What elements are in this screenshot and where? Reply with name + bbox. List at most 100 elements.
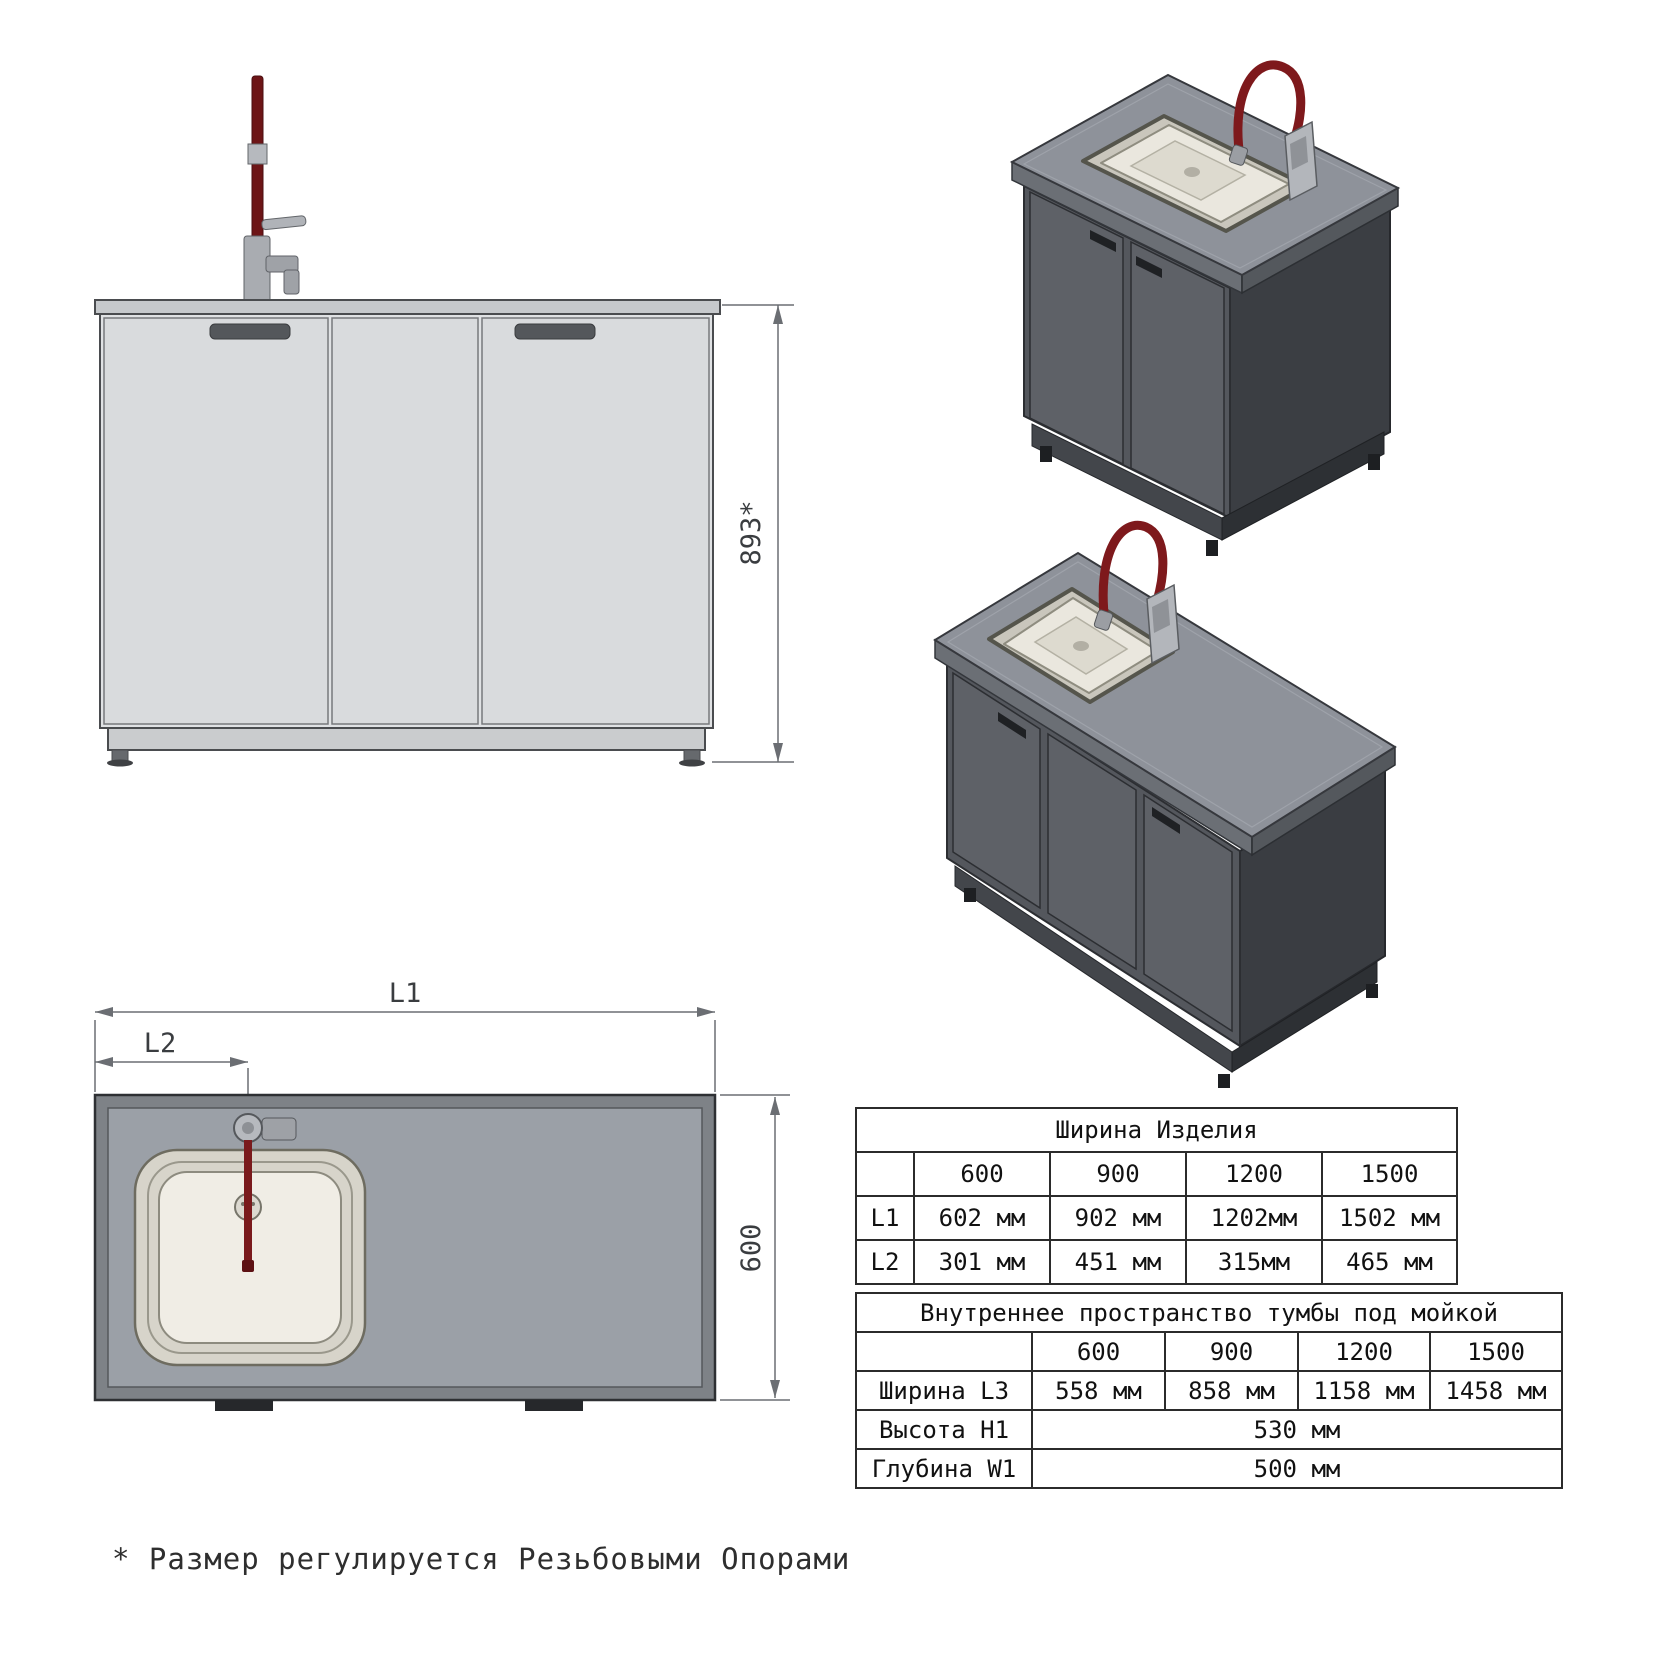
col-header-1200: 1200 [1297,1331,1431,1372]
foot [1206,540,1218,556]
row-label-w1: Глубина W1 [855,1448,1033,1489]
table-row: 600 900 1200 1500 [855,1151,1459,1197]
iso-view-1200 [933,520,1397,1088]
col-header-1200: 1200 [1185,1151,1323,1197]
depth-label: 600 [736,1224,767,1273]
table-row: Высота H1 530 мм [855,1409,1563,1450]
faucet-spout [265,255,299,273]
product-width-table: Ширина Изделия 600 900 1200 1500 L1 602 … [854,1107,1459,1285]
door-3-iso [1143,793,1233,1033]
plinth [107,727,706,751]
faucet-nozzle [1228,144,1249,166]
foot [1218,1074,1230,1088]
dimension-height: 893* [712,304,794,763]
col-header-900: 900 [1164,1331,1299,1372]
col-header-900: 900 [1049,1151,1187,1197]
counter-top-rim [1022,83,1388,269]
faucet-hose [1098,520,1168,628]
cabinet-front-view [94,299,721,767]
handle-right-iso [1136,256,1162,278]
handle-right [514,323,596,340]
foot [1368,454,1380,470]
cell-value: 465 мм [1320,1239,1459,1285]
iso-cabinet-1200 [933,520,1397,1088]
table-row: Ширина L3 558 мм 858 мм 1158 мм 1458 мм [855,1370,1563,1411]
cell-value-span: 530 мм [1031,1409,1563,1450]
faucet-bracket-slot [1152,599,1170,633]
faucet-fitting-plan [261,1117,297,1141]
table-row: L2 301 мм 451 мм 315мм 465 мм [855,1239,1459,1285]
plinth-right [1231,961,1378,1073]
footnote-text: * Размер регулируется Резьбовыми Опорами [112,1542,851,1576]
foot-mark-left [215,1400,273,1411]
cell-value: 1458 мм [1429,1370,1563,1411]
row-label-l3: Ширина L3 [855,1370,1033,1411]
dimension-depth: 600 [720,1094,790,1401]
inner-space-table: Внутреннее пространство тумбы под мойкой… [855,1292,1563,1489]
faucet-plan [233,1113,297,1272]
l1-label: L1 [389,978,422,1009]
dimension-l1: L1 [94,978,716,1092]
faucet-escutcheon-center [242,1122,254,1134]
counter-top-rim [946,561,1384,828]
col-header-1500: 1500 [1320,1151,1459,1197]
faucet-hose [1233,60,1306,163]
foot [1040,446,1052,462]
foot [1366,984,1378,998]
sink-drain [1184,167,1200,177]
cell-value: 451 мм [1049,1239,1187,1285]
table-row: L1 602 мм 902 мм 1202мм 1502 мм [855,1195,1459,1241]
plinth-right [1221,431,1385,541]
corner-cell [855,1151,915,1197]
cell-value-span: 500 мм [1031,1448,1563,1489]
foot-mark-right [525,1400,583,1411]
table-width-title: Ширина Изделия [854,1107,1459,1153]
cell-value: 902 мм [1049,1195,1187,1241]
foot-left-base [107,759,133,767]
faucet-bracket-slot [1290,136,1308,170]
door-right-iso [1130,240,1225,516]
iso-view-600 [1009,60,1401,556]
row-label-l2: L2 [855,1239,915,1285]
iso-cabinet-600 [1009,60,1401,556]
table-row: Ширина Изделия [854,1107,1459,1153]
handle-left-iso [1090,230,1116,252]
door-2-iso [1047,732,1137,971]
cell-value: 858 мм [1164,1370,1299,1411]
door-left [103,317,329,725]
height-dim-label: 893* [736,500,767,565]
cell-value: 1158 мм [1297,1370,1431,1411]
countertop-front [94,299,721,315]
cell-value: 1502 мм [1320,1195,1459,1241]
handle-door-1 [998,712,1026,739]
table-row: Внутреннее пространство тумбы под мойкой [855,1292,1563,1333]
foot [964,888,976,902]
foot-right-base [679,759,705,767]
plan-view-drawing: L1 L2 600 [93,978,790,1411]
front-view-drawing: 893* [94,75,794,767]
row-label-l1: L1 [855,1195,915,1241]
table-row: 600 900 1200 1500 [855,1331,1563,1372]
table-row: Глубина W1 500 мм [855,1448,1563,1489]
sink-drain [1073,641,1089,651]
faucet-nozzle [1093,609,1114,631]
handle-door-3 [1152,807,1180,834]
faucet-front [243,75,307,303]
faucet-handle [261,215,307,231]
cell-value: 301 мм [913,1239,1051,1285]
cell-value: 1202мм [1185,1195,1323,1241]
col-header-1500: 1500 [1429,1331,1563,1372]
handle-left [209,323,291,340]
inner-space-title: Внутреннее пространство тумбы под мойкой [855,1292,1563,1333]
col-header-600: 600 [913,1151,1051,1197]
cell-value: 315мм [1185,1239,1323,1285]
cell-value: 558 мм [1031,1370,1166,1411]
l2-label: L2 [144,1028,177,1059]
faucet-connector-band [247,143,268,165]
row-label-h1: Высота H1 [855,1409,1033,1450]
corner-cell [855,1331,1033,1372]
countertop-plan [93,1093,717,1411]
door-left-iso [1029,190,1124,466]
door-right [481,317,710,725]
